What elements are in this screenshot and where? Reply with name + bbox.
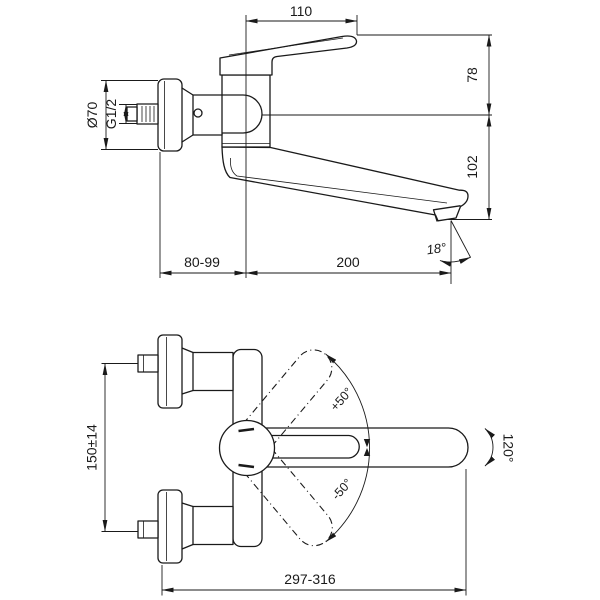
set-screw-hole: [193, 108, 203, 118]
thread-nut-side: [126, 106, 138, 122]
dim-label-thread-size: G1/2: [103, 99, 119, 130]
dim-label-height-above: 78: [464, 67, 480, 83]
spout-angle-line: [450, 220, 471, 258]
top-connector-cylinder: [192, 351, 234, 392]
spout-angle-arc: [439, 256, 471, 267]
escutcheon-cone-side: [181, 87, 194, 143]
spout-outline: [221, 146, 469, 222]
dim-label-swing-down: -50°: [329, 476, 355, 503]
front-view-dimensions: [101, 363, 467, 596]
aerator-outline: [432, 205, 461, 222]
faucet-front-view: 150±14 297-316 +50° -50° 120°: [84, 334, 517, 596]
bottom-escutcheon-flange: [157, 489, 183, 564]
dim-label-handle-length: 110: [290, 3, 313, 19]
swing-zero-marker-bottom: [363, 448, 371, 456]
indicator-mark-bottom: [238, 463, 255, 469]
bottom-connector-cylinder: [192, 505, 234, 546]
cartridge-circle: [218, 419, 276, 477]
cartridge-cover-fill: [222, 95, 262, 133]
lever-handle-side: [219, 35, 358, 76]
side-view-dimensions: [101, 15, 492, 284]
swing-zero-marker-top: [363, 439, 371, 448]
dim-label-wall-to-center: 80-99: [184, 254, 220, 270]
dim-label-height-below: 102: [464, 155, 480, 179]
dim-label-connection-distance: 150±14: [84, 424, 100, 471]
bottom-escutcheon-cone: [181, 502, 194, 550]
dim-label-swing-up: +50°: [328, 385, 356, 414]
indicator-mark-top: [238, 427, 255, 433]
dim-label-flange-diameter: Ø70: [84, 102, 100, 129]
dim-label-spout-angle: 18°: [426, 240, 448, 258]
cartridge-cover: [221, 94, 263, 134]
dim-label-overall-width: 297-316: [284, 571, 336, 587]
top-escutcheon-flange: [157, 334, 183, 409]
faucet-side-view: 110 78 102 Ø70 G1/2 80-99 200 18°: [84, 3, 492, 284]
bottom-thread-pipe: [137, 520, 159, 539]
top-escutcheon-cone: [181, 347, 194, 395]
escutcheon-flange-side: [157, 78, 183, 152]
dim-label-spout-reach: 200: [336, 254, 360, 270]
thread-hatching: [141, 106, 155, 122]
rotation-arc-120: [484, 428, 496, 467]
swing-arc: [325, 353, 371, 543]
lever-highlight-line: [228, 37, 344, 56]
spout-highlight-line: [229, 157, 448, 204]
thread-pipe-side: [136, 103, 159, 125]
top-thread-pipe: [137, 354, 159, 373]
dim-label-rotation-arc: 120°: [501, 434, 517, 463]
